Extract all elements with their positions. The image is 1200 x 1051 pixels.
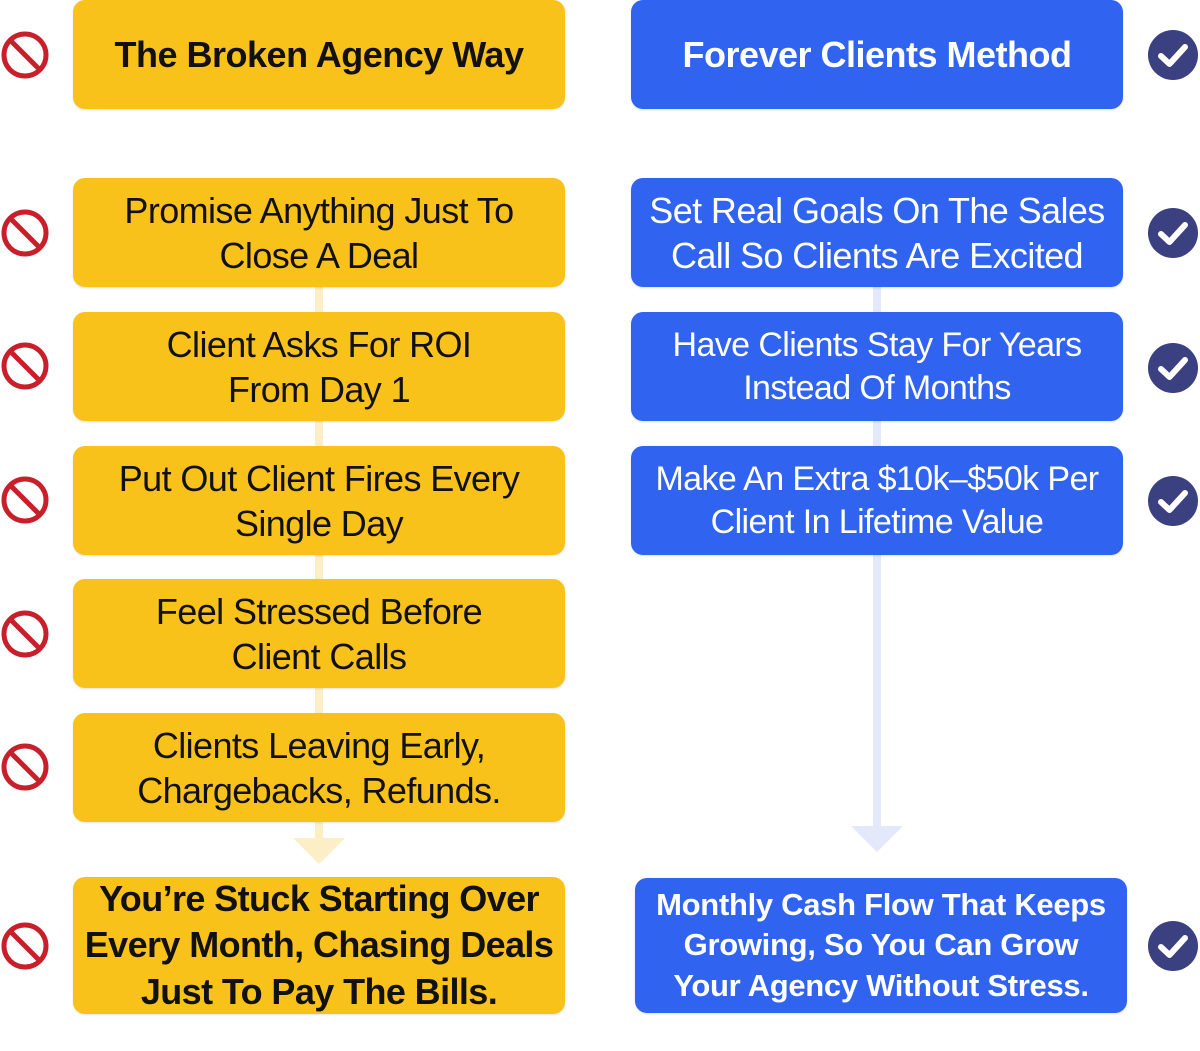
right-step-3: Make An Extra $10k–$50k Per Client In Li… [631, 446, 1123, 555]
check-circle-icon [1148, 343, 1198, 393]
right-header: Forever Clients Method [631, 0, 1123, 109]
prohibited-icon [0, 742, 50, 792]
right-step-2: Have Clients Stay For Years Instead Of M… [631, 312, 1123, 421]
check-circle-icon [1148, 30, 1198, 80]
left-step-1: Promise Anything Just To Close A Deal [73, 178, 565, 287]
left-flow-connector [315, 280, 323, 840]
left-step-2: Client Asks For ROI From Day 1 [73, 312, 565, 421]
left-result: You’re Stuck Starting Over Every Month, … [73, 877, 565, 1014]
check-circle-icon [1148, 208, 1198, 258]
left-header: The Broken Agency Way [73, 0, 565, 109]
left-step-3: Put Out Client Fires Every Single Day [73, 446, 565, 555]
check-circle-icon [1148, 476, 1198, 526]
prohibited-icon [0, 475, 50, 525]
check-circle-icon [1148, 921, 1198, 971]
right-flow-connector [873, 280, 881, 830]
right-step-1: Set Real Goals On The Sales Call So Clie… [631, 178, 1123, 287]
prohibited-icon [0, 921, 50, 971]
right-flow-arrowhead [851, 826, 903, 852]
left-step-4: Feel Stressed Before Client Calls [73, 579, 565, 688]
left-flow-arrowhead [293, 838, 345, 864]
prohibited-icon [0, 208, 50, 258]
left-step-5: Clients Leaving Early, Chargebacks, Refu… [73, 713, 565, 822]
prohibited-icon [0, 609, 50, 659]
prohibited-icon [0, 30, 50, 80]
right-result: Monthly Cash Flow That Keeps Growing, So… [635, 878, 1127, 1013]
prohibited-icon [0, 341, 50, 391]
